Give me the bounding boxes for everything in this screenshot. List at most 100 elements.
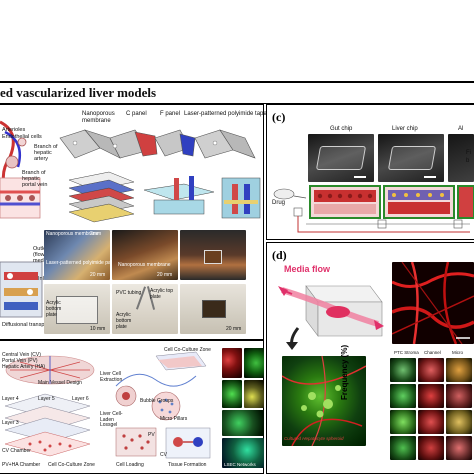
column-header-micro: Micro — [452, 350, 463, 355]
flow-label-fi: Fi — [466, 150, 471, 156]
liver-chip-shape — [387, 146, 437, 170]
label-branch-portal: Branch of hepatic portal vein — [22, 170, 48, 188]
vessel-design-diagram — [4, 355, 95, 457]
layer-stack-diagrams — [68, 171, 261, 223]
grid-cell-r3c3 — [446, 410, 472, 434]
label-cell-loading: Cell Loading — [116, 462, 144, 468]
micrograph-b-2 — [244, 348, 264, 378]
label-co-culture-zone-1: Cell Co-Culture Zone — [48, 462, 95, 468]
chip-label-gut: Gut chip — [330, 126, 353, 132]
label-layer6: Layer 6 — [72, 396, 89, 402]
micrograph-b-1 — [222, 348, 242, 378]
photo-liver-chip — [378, 134, 444, 182]
acrylic-plate-shape — [56, 296, 98, 324]
device-shape-1 — [204, 250, 222, 264]
label-bubble-groups: Bubble Groups — [140, 398, 174, 404]
label-layer3: Layer 3 — [2, 420, 19, 426]
label-diffusional: Diffusional transport — [2, 322, 51, 328]
grid-cell-r3c2 — [418, 410, 444, 434]
label-lsec-networks: LSEC Networks — [224, 462, 256, 467]
column-header-ptc: PTC Stroma — [394, 350, 419, 355]
photo-label-pvc: PVC tubing — [116, 290, 142, 296]
micrograph-b-4 — [244, 380, 264, 408]
label-liver-extraction: Liver Cell Extraction — [100, 371, 123, 383]
label-nanoporous-top: Nanoporous membrane — [82, 111, 115, 124]
top-rule — [0, 81, 474, 83]
grid-cell-r1c2 — [418, 358, 444, 382]
panel-a-frame — [0, 104, 264, 340]
grid-cell-r1c3 — [446, 358, 472, 382]
flow-label-b: b — [466, 158, 470, 164]
grid-cell-r2c3 — [446, 384, 472, 408]
gut-chip-shape — [315, 146, 367, 170]
chip-label-al: Al — [458, 126, 464, 132]
grid-cell-r4c1 — [390, 436, 416, 460]
photo-label-laser-panels: Laser-patterned polyimide panels — [46, 260, 120, 266]
grid-cell-r2c2 — [418, 384, 444, 408]
photo-nanoporous-panels — [44, 230, 110, 280]
vascular-network-micrograph — [392, 262, 474, 344]
label-co-culture-zone-top: Cell Co-Culture Zone — [164, 347, 211, 353]
label-portal-vein: Portal Vein (PV) — [2, 358, 38, 364]
label-c-panel: C panel — [126, 111, 147, 117]
label-cv-chamber: CV Chamber — [2, 448, 31, 454]
label-micro-pillars: Micro Pillars — [160, 416, 188, 422]
photo-membrane-folded — [112, 230, 178, 280]
liver-lobule-schematic — [0, 120, 43, 318]
label-branch-artery: Branch of hepatic artery — [34, 144, 58, 162]
panel-d-label: (d) — [272, 248, 287, 262]
cell-culture-workflow — [115, 351, 211, 459]
label-inlet: Inlet — [38, 276, 48, 282]
chip-label-liver: Liver chip — [392, 126, 418, 132]
media-flow-label: Media flow — [284, 264, 331, 274]
title-rule — [0, 103, 474, 104]
figure-title: ed vascularized liver models — [0, 85, 157, 100]
photo-pvc-tubing — [112, 284, 178, 334]
label-main-vessel: Main Vessel Design — [38, 380, 82, 386]
panel-c-label: (c) — [272, 110, 286, 124]
photo-scale-20mm-3: 20 mm — [226, 326, 242, 332]
photo-third-chip — [448, 134, 474, 182]
multi-organ-flow-diagram — [273, 185, 474, 233]
grid-cell-r3c1 — [390, 410, 416, 434]
column-header-channel: Channel — [424, 350, 441, 355]
grid-cell-r2c1 — [390, 384, 416, 408]
photo-label-nanoporous: Nanoporous membrane — [46, 231, 99, 237]
label-cell-laden: Liver Cell-Laden Lossgel — [100, 411, 123, 428]
label-outlet: Outlet (flowing medium) — [33, 246, 54, 264]
label-layer5: Layer 5 — [38, 396, 55, 402]
label-endothelial: Endothelial cells — [2, 134, 42, 140]
final-device-shape — [202, 300, 226, 318]
frequency-axis-label: Frequency (%) — [340, 344, 349, 400]
photo-gut-chip — [308, 134, 374, 182]
panel-c-frame — [266, 104, 474, 240]
photo-label-acrylic-bottom: Acrylic bottom plate — [46, 300, 62, 318]
folding-panels-diagram — [59, 129, 256, 159]
label-pv-ha-chamber: PV+HA Chamber — [2, 462, 41, 468]
micrograph-b-6 — [222, 438, 264, 468]
label-laser-tape: Laser-patterned polyimide tape — [184, 111, 267, 117]
media-flow-chip-diagram — [278, 285, 384, 350]
photo-label-acrylic-top: Acrylic top plate — [150, 288, 174, 300]
gut-scale-bar — [354, 176, 366, 178]
micrograph-b-5 — [222, 410, 264, 436]
label-central-vein: Central Vein (CV) — [2, 352, 41, 358]
liver-scale-bar — [424, 176, 436, 178]
photo-label-nanoporous-2: Nanoporous membrane — [118, 262, 171, 268]
label-hepatic-artery: Hepatic Artery (HA) — [2, 364, 46, 370]
stain-caption: Cultured Hepatocyte spheroid — [284, 436, 344, 441]
label-f-panel: F panel — [160, 111, 181, 117]
grid-cell-r1c1 — [390, 358, 416, 382]
grid-cell-r4c3 — [446, 436, 472, 460]
photo-label-acrylic-bottom-2: Acrylic bottom plate — [116, 312, 132, 330]
label-cv: CV — [160, 452, 167, 458]
micrograph-b-3 — [222, 380, 242, 408]
hepatocyte-spheroid-micrograph — [282, 356, 366, 446]
photo-label-2mm: 2mm — [90, 231, 102, 237]
photo-scale-20mm-1: 20 mm — [90, 272, 106, 278]
label-tissue-formation: Tissue Formation — [168, 462, 207, 468]
flow-label-drug: Drug — [272, 200, 286, 206]
photo-scale-10mm: 10 mm — [90, 326, 106, 332]
label-layer4: Layer 4 — [2, 396, 19, 402]
grid-cell-r4c2 — [418, 436, 444, 460]
